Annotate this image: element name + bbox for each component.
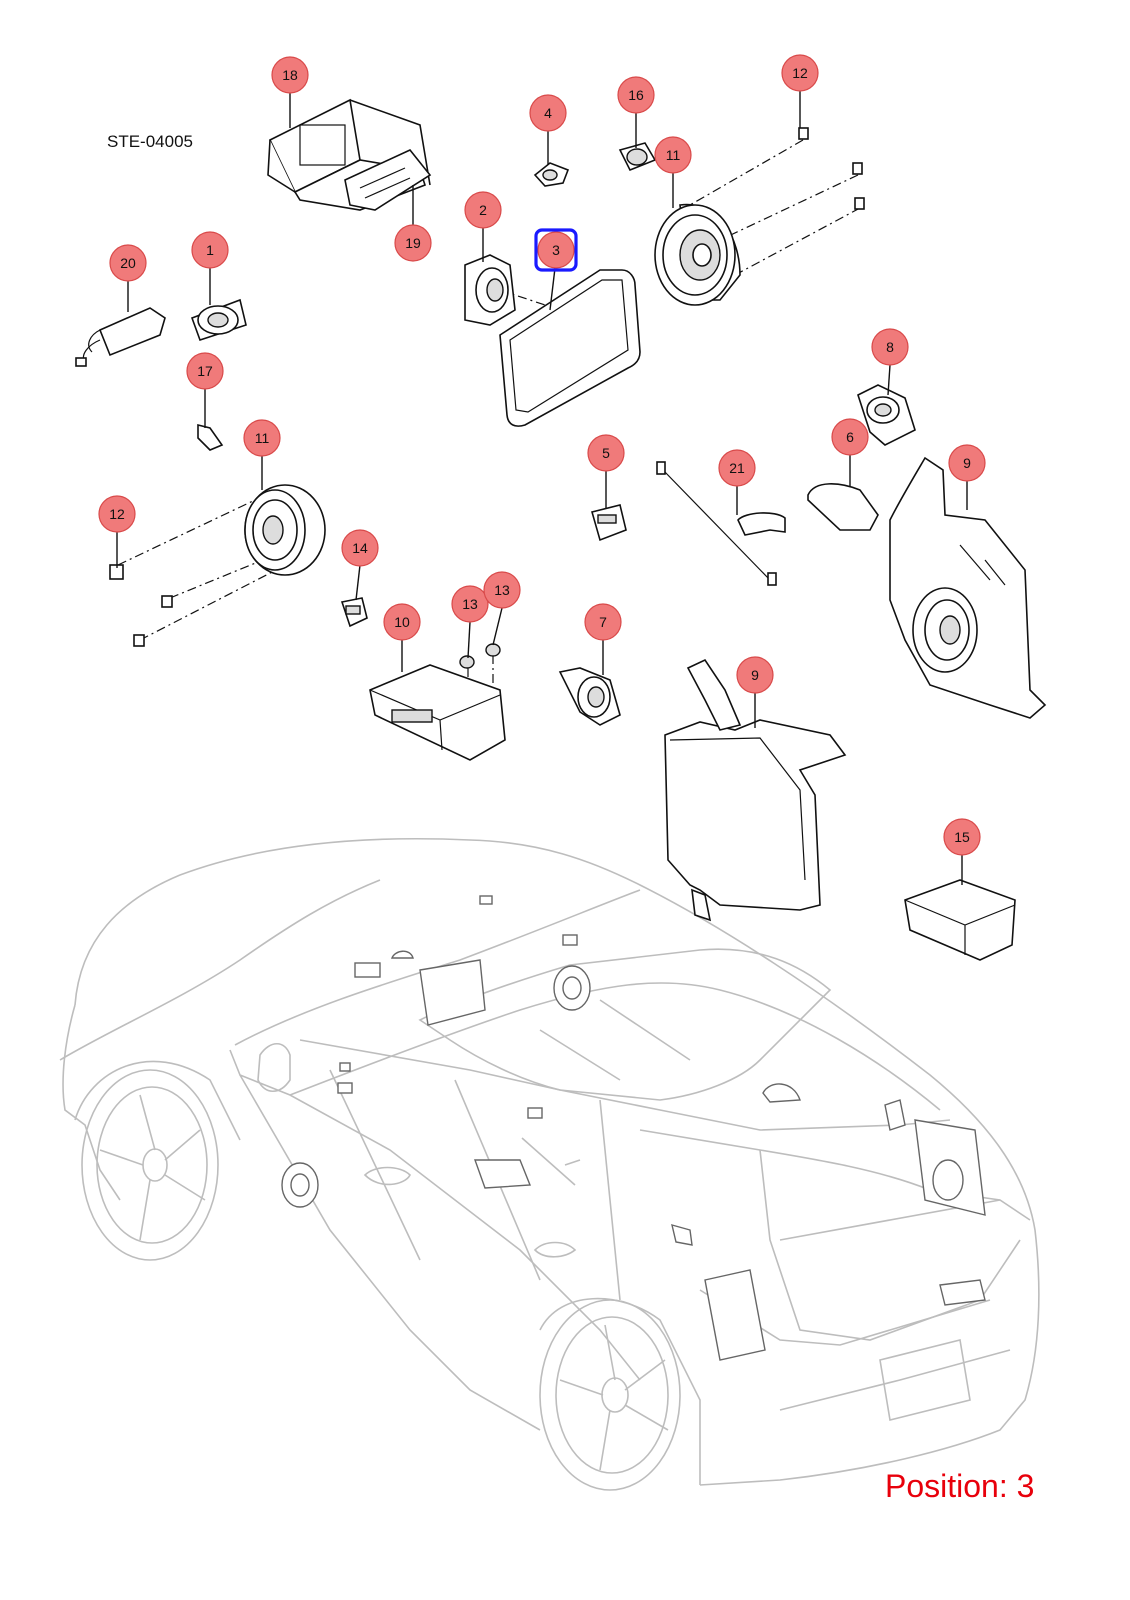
- callout-16[interactable]: 16: [617, 76, 655, 114]
- part-3-display: [499, 269, 641, 427]
- callout-21[interactable]: 21: [718, 449, 756, 487]
- svg-text:21: 21: [729, 460, 745, 476]
- svg-text:11: 11: [666, 147, 681, 163]
- svg-text:5: 5: [602, 445, 610, 461]
- svg-text:20: 20: [120, 255, 136, 271]
- callout-8[interactable]: 8: [871, 328, 909, 366]
- part-8-tweeter: [857, 384, 916, 446]
- part-20-module: [75, 307, 166, 367]
- part-12-clips-top: [798, 127, 865, 210]
- part-10-amplifier: [369, 664, 506, 761]
- position-indicator: Position: 3: [885, 1468, 1035, 1504]
- callout-13-a[interactable]: 13: [451, 585, 489, 623]
- head-unit-bracket: [267, 98, 432, 211]
- svg-text:12: 12: [792, 65, 808, 81]
- svg-text:1: 1: [206, 242, 214, 258]
- part-11-speaker-top: [654, 203, 741, 306]
- svg-text:13: 13: [494, 582, 510, 598]
- svg-text:2: 2: [479, 202, 487, 218]
- callout-20[interactable]: 20: [109, 244, 147, 282]
- svg-text:14: 14: [352, 540, 368, 556]
- svg-text:19: 19: [405, 235, 421, 251]
- vehicle-outline: [59, 837, 1040, 1491]
- callout-11-top[interactable]: 11: [654, 136, 692, 174]
- part-9-subwoofer-lower: [664, 658, 847, 922]
- callout-6[interactable]: 6: [831, 418, 869, 456]
- callout-7[interactable]: 7: [584, 603, 622, 641]
- svg-text:9: 9: [963, 455, 971, 471]
- svg-text:6: 6: [846, 429, 854, 445]
- svg-text:9: 9: [751, 667, 759, 683]
- svg-text:16: 16: [628, 87, 644, 103]
- callout-17[interactable]: 17: [186, 352, 224, 390]
- svg-text:12: 12: [109, 506, 125, 522]
- selection-highlight: [534, 228, 578, 272]
- part-1-speaker: [190, 298, 247, 342]
- part-21-antenna: [656, 461, 786, 586]
- part-17-clip: [197, 423, 224, 451]
- part-7-speaker: [558, 667, 621, 726]
- svg-text:3: 3: [552, 242, 560, 258]
- callout-12-top[interactable]: 12: [781, 54, 819, 92]
- callout-2[interactable]: 2: [464, 191, 502, 229]
- part-5-connector: [591, 504, 627, 542]
- callout-14[interactable]: 14: [341, 529, 379, 567]
- part-2-speaker: [464, 254, 516, 326]
- svg-text:10: 10: [394, 614, 410, 630]
- svg-text:11: 11: [255, 430, 270, 446]
- callout-1[interactable]: 1: [191, 231, 229, 269]
- callout-9-lower[interactable]: 9: [736, 656, 774, 694]
- part-11-speaker-left: [244, 484, 326, 576]
- diagram-code: STE-04005: [107, 132, 193, 151]
- svg-text:18: 18: [282, 67, 298, 83]
- part-13-screws: [459, 643, 501, 669]
- svg-text:7: 7: [599, 614, 607, 630]
- part-16-speaker: [618, 142, 657, 172]
- part-14-connector: [340, 597, 368, 628]
- callout-18[interactable]: 18: [271, 56, 309, 94]
- part-4-tweeter: [533, 162, 570, 187]
- svg-text:4: 4: [544, 105, 552, 121]
- callout-11-left[interactable]: 11: [243, 419, 281, 457]
- part-6-cover: [807, 483, 879, 531]
- svg-text:13: 13: [462, 596, 478, 612]
- callout-3-selected[interactable]: 3: [537, 231, 575, 269]
- callout-12-left[interactable]: 12: [98, 495, 136, 533]
- svg-text:15: 15: [954, 829, 970, 845]
- part-9-subwoofer-right: [889, 456, 1047, 719]
- callout-15[interactable]: 15: [943, 818, 981, 856]
- callout-13-b[interactable]: 13: [483, 571, 521, 609]
- callout-19[interactable]: 19: [394, 224, 432, 262]
- callout-10[interactable]: 10: [383, 603, 421, 641]
- vehicle-installed-parts: [281, 895, 986, 1361]
- callout-5[interactable]: 5: [587, 434, 625, 472]
- part-12-clips-left: [109, 564, 173, 647]
- callout-leaders: [116, 90, 968, 885]
- svg-text:8: 8: [886, 339, 894, 355]
- svg-text:17: 17: [197, 363, 213, 379]
- part-15-amplifier: [904, 879, 1016, 961]
- callout-9-right[interactable]: 9: [948, 444, 986, 482]
- callout-4[interactable]: 4: [529, 94, 567, 132]
